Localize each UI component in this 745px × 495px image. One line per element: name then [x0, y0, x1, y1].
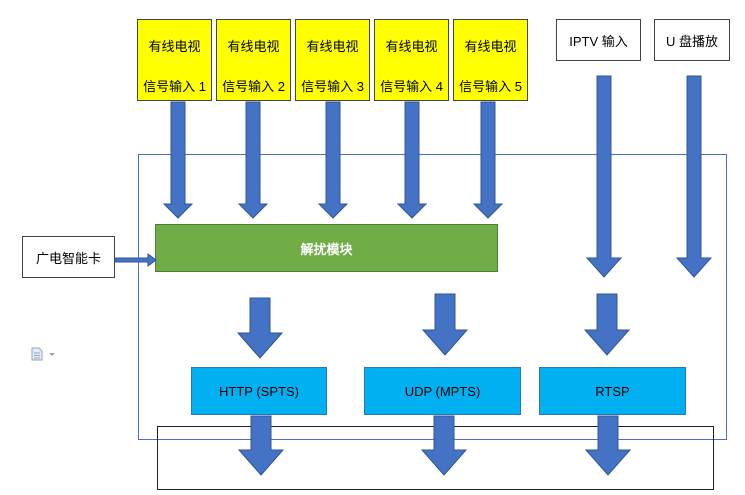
input-label-line2: 信号输入 2 [222, 79, 285, 94]
down-arrow-to-http [236, 297, 284, 359]
iptv-label: IPTV 输入 [569, 33, 628, 49]
input-label-line1: 有线电视 [464, 39, 517, 54]
cable-tv-input-3: 有线电视 信号输入 3 [295, 19, 370, 101]
input-label-line1: 有线电视 [306, 39, 359, 54]
udp-mpts-output: UDP (MPTS) [364, 367, 521, 415]
down-arrow-input-3 [317, 101, 349, 219]
right-arrow-smart-card [114, 253, 157, 267]
smart-card-box: 广电智能卡 [22, 236, 115, 278]
descrambler-label: 解扰模块 [300, 241, 353, 257]
input-label-line1: 有线电视 [148, 39, 201, 54]
system-frame [138, 154, 727, 440]
usb-playback-box: U 盘播放 [654, 19, 730, 61]
http-label: HTTP (SPTS) [219, 383, 299, 399]
cable-tv-input-1: 有线电视 信号输入 1 [137, 19, 212, 101]
down-arrow-input-4 [396, 101, 428, 219]
cable-tv-input-5: 有线电视 信号输入 5 [453, 19, 528, 101]
input-label-line2: 信号输入 3 [301, 79, 364, 94]
input-label-line1: 有线电视 [227, 39, 280, 54]
cable-tv-input-2: 有线电视 信号输入 2 [216, 19, 291, 101]
input-label-line2: 信号输入 5 [459, 79, 522, 94]
down-arrow-http-out [237, 415, 285, 476]
iptv-input-box: IPTV 输入 [556, 19, 641, 61]
down-arrow-input-5 [472, 101, 504, 219]
smart-card-label: 广电智能卡 [35, 250, 101, 266]
down-arrow-usb [675, 75, 713, 278]
down-arrow-to-rtsp [583, 293, 631, 356]
rtsp-output: RTSP [539, 367, 686, 415]
udp-label: UDP (MPTS) [404, 383, 481, 399]
input-label-line2: 信号输入 1 [143, 79, 206, 94]
input-label-line1: 有线电视 [385, 39, 438, 54]
input-label-line2: 信号输入 4 [380, 79, 443, 94]
clipboard-document-icon[interactable] [30, 347, 58, 366]
down-arrow-input-1 [162, 101, 194, 219]
chevron-down-icon [49, 353, 55, 356]
rtsp-label: RTSP [595, 383, 630, 399]
down-arrow-rtsp-out [584, 415, 632, 476]
usb-label: U 盘播放 [665, 33, 718, 49]
cable-tv-input-4: 有线电视 信号输入 4 [374, 19, 449, 101]
down-arrow-to-udp [421, 293, 469, 356]
http-spts-output: HTTP (SPTS) [191, 367, 327, 415]
down-arrow-input-2 [237, 101, 269, 219]
descrambler-module: 解扰模块 [155, 224, 498, 272]
down-arrow-iptv [585, 75, 623, 278]
down-arrow-udp-out [420, 415, 468, 476]
